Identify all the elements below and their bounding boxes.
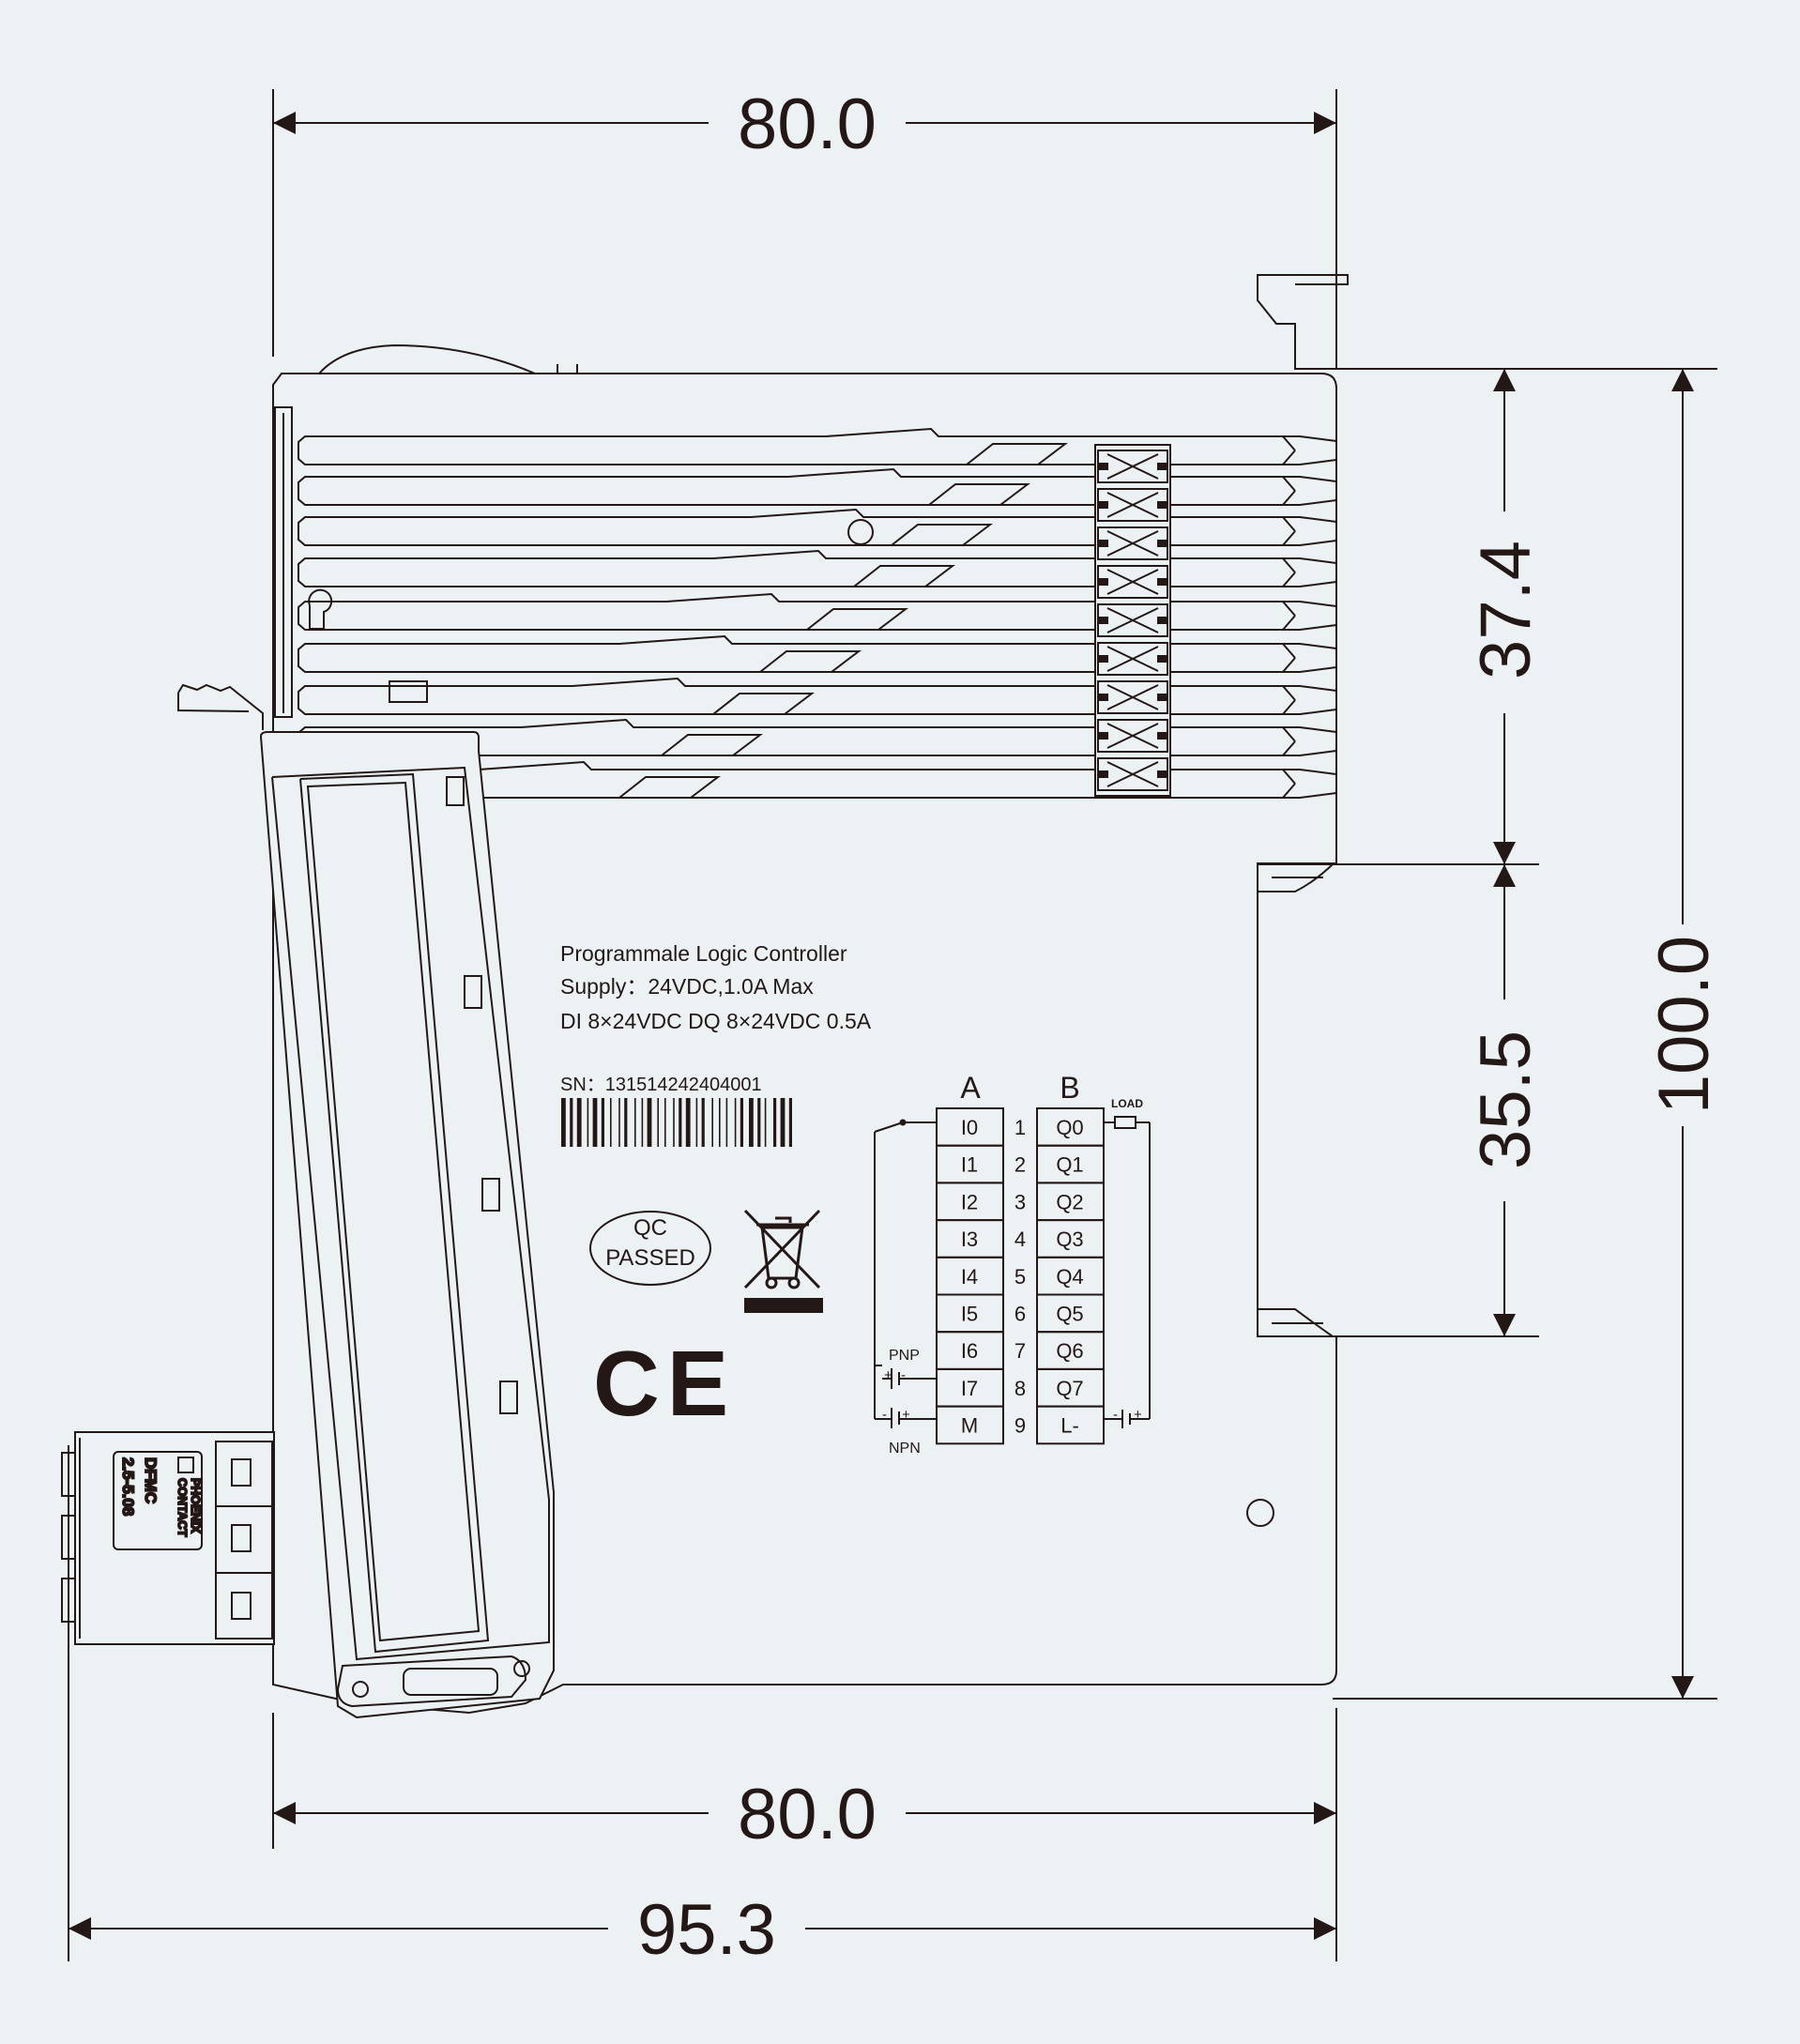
product-label: Programmale Logic Controller Supply：24VD… <box>560 941 872 1147</box>
input-terminal-label: I0 <box>961 1116 978 1139</box>
output-terminal-label: Q5 <box>1056 1303 1083 1326</box>
pin-number: 2 <box>1014 1153 1026 1177</box>
svg-text:+: + <box>1134 1407 1142 1423</box>
pin-number: 4 <box>1014 1228 1026 1251</box>
pin-number: 6 <box>1014 1303 1026 1326</box>
connector-brand-line2: CONTACT <box>175 1478 190 1537</box>
dim-bottom-width: 80.0 <box>738 1775 877 1854</box>
dim-total-height: 100.0 <box>1644 936 1724 1114</box>
column-b-header: B <box>1060 1071 1079 1105</box>
output-terminal-label: Q4 <box>1056 1265 1083 1289</box>
input-terminal-label: I7 <box>961 1377 978 1400</box>
connector-model-line1: DFMC <box>142 1457 160 1503</box>
connector-model-line2: 2.5-5.08 <box>119 1457 137 1516</box>
dimension-top: 80.0 <box>273 84 1336 164</box>
label-supply: Supply：24VDC,1.0A Max <box>560 974 814 999</box>
svg-text:+: + <box>884 1367 892 1383</box>
input-terminal-label: I4 <box>961 1265 978 1289</box>
svg-text:-: - <box>1113 1407 1118 1423</box>
input-terminal-label: M <box>961 1414 978 1438</box>
output-terminal-label: L- <box>1060 1414 1079 1438</box>
svg-text:-: - <box>882 1407 887 1423</box>
pin-number: 1 <box>1014 1116 1026 1139</box>
label-title: Programmale Logic Controller <box>560 941 847 966</box>
qc-line2: PASSED <box>605 1245 695 1271</box>
output-terminal-label: Q0 <box>1056 1116 1083 1139</box>
dim-overall-width: 95.3 <box>637 1890 776 1970</box>
output-terminal-label: Q3 <box>1056 1228 1083 1251</box>
pin-number: 9 <box>1014 1414 1026 1438</box>
pnp-label: PNP <box>889 1348 920 1364</box>
input-terminal-label: I5 <box>961 1303 978 1326</box>
input-terminal-label: I3 <box>961 1228 978 1251</box>
label-io-spec: DI 8×24VDC DQ 8×24VDC 0.5A <box>560 1009 872 1033</box>
dim-top-width: 80.0 <box>738 84 877 164</box>
weee-bin-icon <box>743 1209 823 1313</box>
wiring-lines <box>874 1116 1151 1428</box>
phoenix-logo-icon <box>177 1457 194 1473</box>
svg-text:+: + <box>902 1407 910 1423</box>
dim-upper-height: 37.4 <box>1466 541 1546 679</box>
connector-brand-line1: PHOENIX <box>189 1478 203 1533</box>
dimension-bottom: 80.0 <box>273 1775 1336 1854</box>
load-label: LOAD <box>1111 1097 1143 1110</box>
dim-middle-height: 35.5 <box>1466 1030 1546 1169</box>
pin-number: 3 <box>1014 1190 1026 1213</box>
column-a-header: A <box>960 1071 981 1105</box>
terminal-cover <box>177 680 555 1719</box>
ventilation-slots <box>297 427 1337 799</box>
spring-terminal-block <box>1094 444 1171 797</box>
pin-number: 5 <box>1014 1265 1026 1289</box>
input-terminal-label: I1 <box>961 1153 978 1177</box>
serial-number: SN：131514242404001 <box>560 1075 762 1095</box>
output-terminal-label: Q6 <box>1056 1339 1083 1363</box>
pin-number: 7 <box>1014 1339 1026 1363</box>
qc-passed-stamp: QC PASSED <box>589 1211 711 1286</box>
plug-connector: DFMC 2.5-5.08 PHOENIX CONTACT <box>61 1431 275 1645</box>
input-terminal-label: I2 <box>961 1190 978 1213</box>
svg-text:-: - <box>901 1367 906 1383</box>
dimension-upper-height: 37.4 <box>1466 369 1546 864</box>
dimension-overall: 95.3 <box>69 1890 1336 1970</box>
dimension-middle-height: 35.5 <box>1466 864 1546 1336</box>
ce-mark: CE <box>593 1332 736 1435</box>
output-terminal-label: Q2 <box>1056 1190 1083 1213</box>
device-body <box>272 274 1349 1715</box>
qc-line1: QC <box>633 1215 667 1241</box>
input-terminal-label: I6 <box>961 1339 978 1363</box>
dimension-total-height: 100.0 <box>1644 369 1724 1699</box>
output-terminal-label: Q1 <box>1056 1153 1083 1177</box>
input-terminal-box <box>936 1405 1004 1445</box>
output-terminal-label: Q7 <box>1056 1377 1083 1400</box>
barcode <box>561 1098 792 1147</box>
pin-number: 8 <box>1014 1377 1026 1400</box>
npn-label: NPN <box>889 1441 921 1457</box>
output-terminal-box <box>1036 1405 1105 1445</box>
